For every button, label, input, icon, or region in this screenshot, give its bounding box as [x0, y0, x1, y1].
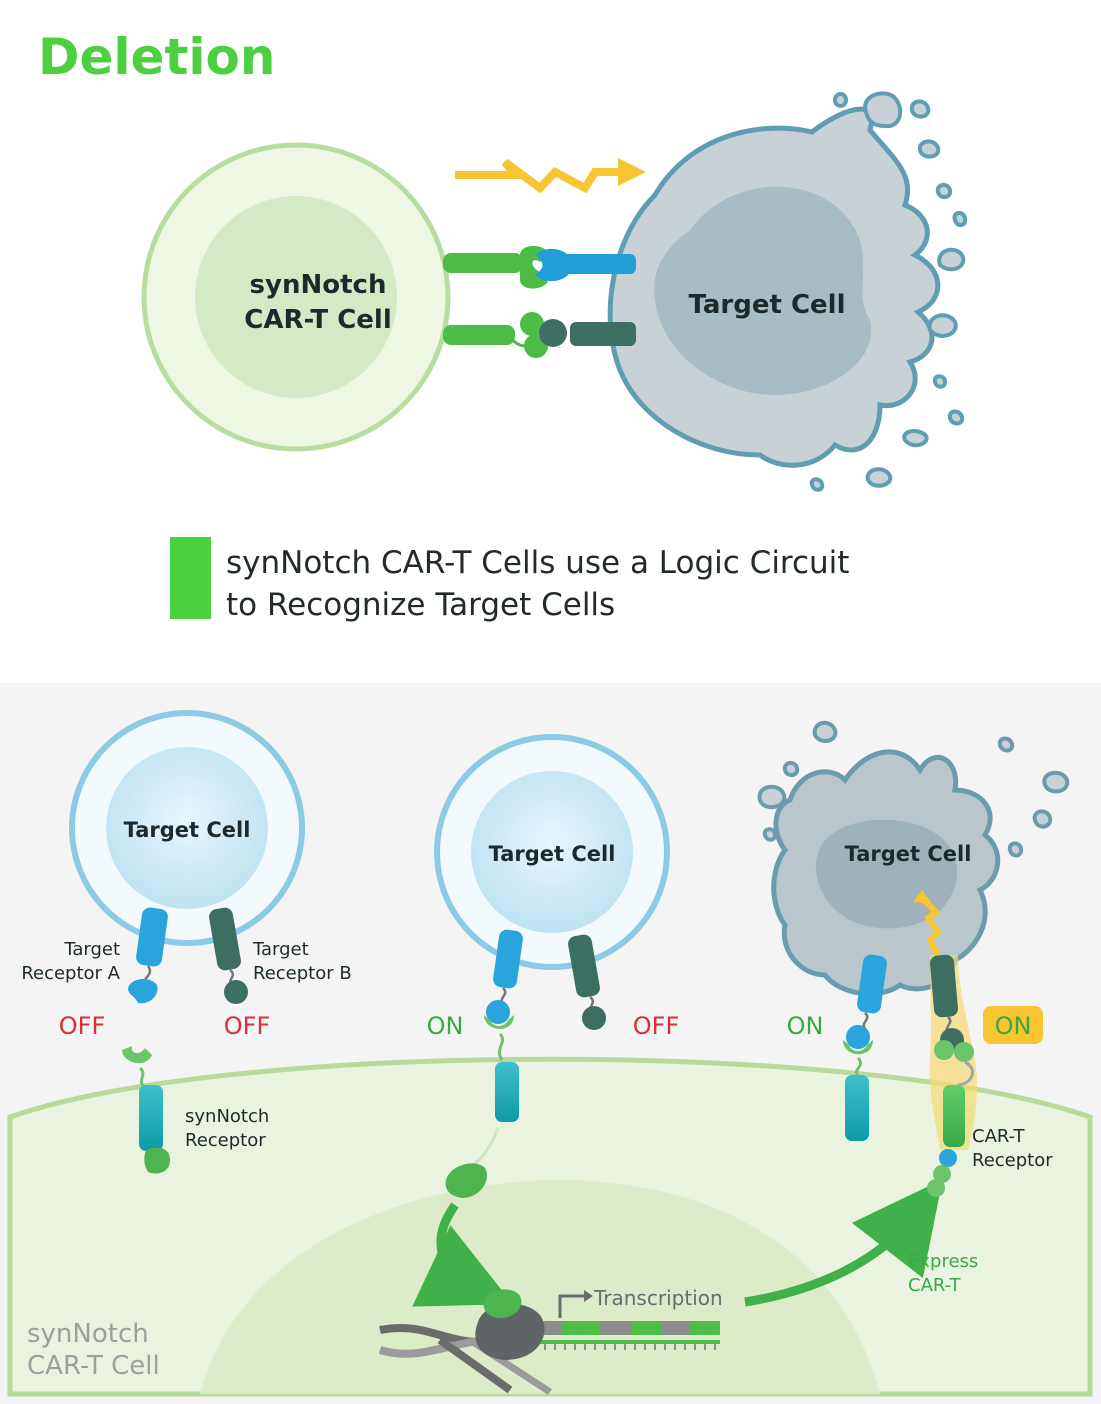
stage2-target-cell-label: Target Cell	[489, 842, 616, 866]
target-cell-label-top: Target Cell	[688, 290, 845, 320]
stage1-receptor-a-label-line2: Receptor A	[21, 963, 120, 984]
express-arrow-icon	[744, 1179, 943, 1307]
stage2-released-domain	[445, 1163, 488, 1198]
stage3-car-t-receptor-label-line1: CAR-T	[972, 1126, 1026, 1147]
stage2-state-b: OFF	[633, 1012, 680, 1040]
express-car-t-label-line2: CAR-T	[908, 1275, 962, 1296]
stage3-receptor-b-bound	[927, 954, 975, 1197]
panel-cell-label-line2: CAR-T Cell	[27, 1351, 160, 1381]
stage1-state-a: OFF	[59, 1012, 106, 1040]
section-title: Deletion	[38, 28, 275, 86]
stage1-synnotch-label-line2: Receptor	[185, 1130, 266, 1151]
target-cell-top: Target Cell	[607, 91, 968, 492]
stage3-state-b: ON	[995, 1012, 1032, 1040]
stage2-down-arrow-icon	[412, 1202, 513, 1307]
stage3-state-a: ON	[787, 1012, 824, 1040]
stage1-receptor-a	[128, 907, 168, 1004]
stage2-receptor-b	[568, 934, 606, 1030]
bound-domain	[483, 1289, 522, 1319]
transcription-factor	[475, 1303, 545, 1360]
stage3-state-b-badge	[983, 1006, 1043, 1044]
stage1-receptor-a-label-line1: Target	[63, 939, 120, 960]
stage2-receptor-a-bound	[484, 929, 523, 1122]
stage3-target-cell-label: Target Cell	[845, 842, 972, 866]
transcription-start-icon	[558, 1294, 586, 1318]
synnotch-receptor-top	[443, 245, 636, 289]
stage1-synnotch-label-line1: synNotch	[185, 1106, 269, 1127]
stage1-target-cell: Target Cell	[69, 710, 305, 946]
stage1-receptor-b-label-line1: Target	[252, 939, 309, 960]
stage1-synnotch-receptor	[122, 1046, 170, 1174]
stage3: Target Cell	[757, 720, 1070, 1296]
caption-line1: synNotch CAR-T Cells use a Logic Circuit	[226, 545, 849, 581]
caption-line2: to Recognize Target Cells	[226, 587, 615, 623]
stage3-lightning-icon	[921, 897, 942, 957]
stage1-receptor-b	[209, 907, 248, 1004]
stage1-receptor-b-label-line2: Receptor B	[253, 963, 352, 984]
car-t-cell-top: synNotch CAR-T Cell	[141, 142, 451, 452]
transcription-label: Transcription	[593, 1286, 723, 1310]
express-car-t-label-line1: Express	[908, 1251, 978, 1272]
stage2-target-cell: Target Cell	[434, 734, 670, 970]
panel-cell-label-line1: synNotch	[27, 1319, 149, 1349]
stage1: Target Cell Target Receptor A Target Rec…	[21, 710, 352, 1174]
car-t-cell-label-line1: synNotch	[250, 270, 387, 300]
stage3-receptor-a-bound	[843, 954, 887, 1141]
car-t-cell-label-line2: CAR-T Cell	[244, 305, 392, 335]
stage1-target-cell-label: Target Cell	[124, 818, 251, 842]
lightning-arrow-icon	[455, 158, 646, 194]
car-t-receptor-top	[443, 312, 636, 358]
stage3-car-t-receptor-label-line2: Receptor	[972, 1150, 1053, 1171]
stage2: Target Cell ON OFF	[378, 734, 943, 1395]
caption-accent-bar	[170, 537, 211, 619]
stage1-state-b: OFF	[224, 1012, 271, 1040]
stage2-state-a: ON	[427, 1012, 464, 1040]
